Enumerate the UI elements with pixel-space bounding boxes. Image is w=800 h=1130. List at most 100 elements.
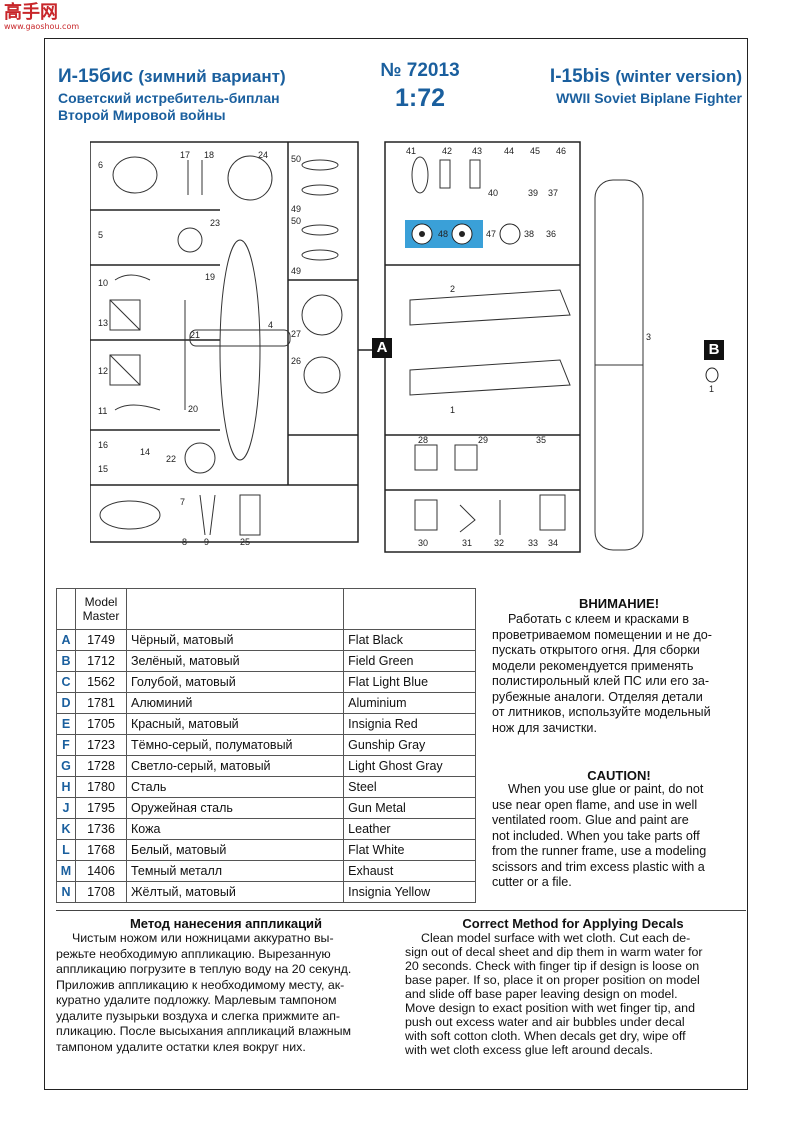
svg-text:1: 1 [450, 405, 455, 415]
paint-cell-en: Insignia Yellow [343, 881, 476, 903]
paint-table-head-ru [125, 588, 345, 630]
svg-text:31: 31 [462, 538, 472, 548]
paint-cell-en: Steel [343, 776, 476, 798]
paint-cell-en: Insignia Red [343, 713, 476, 735]
text-line: от литников, используйте модельный [492, 705, 711, 719]
part-numbers: 6 17 18 24 5 23 19 10 13 21 4 12 11 20 1… [98, 146, 651, 548]
subtitle-en: WWII Soviet Biplane Fighter [556, 90, 742, 106]
paint-cell-num: 1723 [75, 734, 127, 756]
paint-cell-ru: Алюминий [125, 692, 345, 714]
svg-text:49: 49 [291, 204, 301, 214]
watermark-logo: 高手网 www.gaoshou.com [4, 2, 80, 32]
text-line: and slide off base paper leaving design … [405, 987, 678, 1001]
svg-text:7: 7 [180, 497, 185, 507]
svg-text:50: 50 [291, 216, 301, 226]
text-line: base paper. If so, place it on proper po… [405, 973, 700, 987]
svg-text:28: 28 [418, 435, 428, 445]
paint-cell-num: 1708 [75, 881, 127, 903]
text-line: Работать с клеем и красками в [508, 612, 690, 626]
paint-cell-code: B [56, 650, 76, 672]
decals-en-text: Clean model surface with wet cloth. Cut … [405, 931, 741, 1057]
svg-text:24: 24 [258, 150, 268, 160]
paint-cell-en: Leather [343, 818, 476, 840]
svg-text:46: 46 [556, 146, 566, 156]
paint-cell-num: 1795 [75, 797, 127, 819]
svg-text:36: 36 [546, 229, 556, 239]
paint-cell-code: C [56, 671, 76, 693]
paint-cell-code: E [56, 713, 76, 735]
svg-text:6: 6 [98, 160, 103, 170]
text-line: with soft cotton cloth. When decals get … [405, 1029, 686, 1043]
svg-text:42: 42 [442, 146, 452, 156]
svg-text:25: 25 [240, 537, 250, 547]
svg-text:27: 27 [291, 329, 301, 339]
text-line: scissors and trim excess plastic with a [492, 859, 705, 874]
svg-text:34: 34 [548, 538, 558, 548]
paint-cell-ru: Голубой, матовый [125, 671, 345, 693]
title-en: I-15bis (winter version) [549, 66, 742, 87]
paint-cell-en: Light Ghost Gray [343, 755, 476, 777]
text-line: рубежные аналоги. Отделяя детали [492, 689, 703, 704]
svg-text:26: 26 [291, 356, 301, 366]
paint-cell-num: 1768 [75, 839, 127, 861]
subtitle-ru-2: Второй Мировой войны [58, 107, 226, 123]
title-ru: И-15бис (зимний вариант) [58, 66, 286, 87]
text-line: 20 seconds. Check with finger tip if des… [405, 959, 700, 973]
svg-text:30: 30 [418, 538, 428, 548]
paint-cell-code: M [56, 860, 76, 882]
text-line: модели рекомендуется применять [492, 658, 694, 673]
text-line: Чистым ножом или ножницами аккуратно вы- [72, 931, 334, 945]
paint-cell-ru: Жёлтый, матовый [125, 881, 345, 903]
paint-cell-ru: Тёмно-серый, полуматовый [125, 734, 345, 756]
paint-cell-ru: Оружейная сталь [125, 797, 345, 819]
sprue-label-a: A [372, 338, 392, 358]
paint-cell-code: D [56, 692, 76, 714]
paint-cell-en: Flat White [343, 839, 476, 861]
paint-cell-en: Exhaust [343, 860, 476, 882]
paint-cell-code: F [56, 734, 76, 756]
paint-cell-code: N [56, 881, 76, 903]
text-line: Move design to exact position with wet f… [405, 1001, 695, 1015]
kit-scale: 1:72 [394, 84, 446, 112]
paint-table-head-en [343, 588, 476, 630]
svg-text:29: 29 [478, 435, 488, 445]
svg-text:8: 8 [182, 537, 187, 547]
svg-text:38: 38 [524, 229, 534, 239]
svg-text:32: 32 [494, 538, 504, 548]
paint-cell-en: Aluminium [343, 692, 476, 714]
text-line: тампоном удалите остатки клея вокруг них… [56, 1039, 306, 1054]
page-frame [44, 38, 748, 1090]
text-line: аппликацию погрузите в теплую воду на 20… [56, 962, 352, 976]
svg-text:17: 17 [180, 150, 190, 160]
text-line: режьте необходимую аппликацию. Вырезанну… [56, 946, 331, 961]
paint-cell-code: H [56, 776, 76, 798]
text-line: полистирольный клей ПС или его за- [492, 674, 710, 688]
svg-text:43: 43 [472, 146, 482, 156]
paint-cell-num: 1712 [75, 650, 127, 672]
svg-text:40: 40 [488, 188, 498, 198]
text-line: from the runner frame, use a modeling [492, 844, 707, 858]
decals-ru-text: Чистым ножом или ножницами аккуратно вы-… [56, 931, 396, 1055]
svg-text:48: 48 [438, 229, 448, 239]
text-line: with wet cloth excess glue left around d… [405, 1043, 653, 1057]
sprue-label-b: B [704, 340, 724, 360]
paint-cell-num: 1781 [75, 692, 127, 714]
paint-cell-num: 1728 [75, 755, 127, 777]
text-line: ventilated room. Glue and paint are [492, 813, 689, 827]
paint-cell-en: Field Green [343, 650, 476, 672]
paint-table-head-code [56, 588, 76, 630]
svg-text:15: 15 [98, 464, 108, 474]
svg-text:23: 23 [210, 218, 220, 228]
svg-text:21: 21 [190, 330, 200, 340]
paint-cell-ru: Чёрный, матовый [125, 629, 345, 651]
text-line: пускать открытого огня. Для сборки [492, 643, 700, 657]
svg-text:11: 11 [98, 406, 107, 416]
paint-cell-code: L [56, 839, 76, 861]
